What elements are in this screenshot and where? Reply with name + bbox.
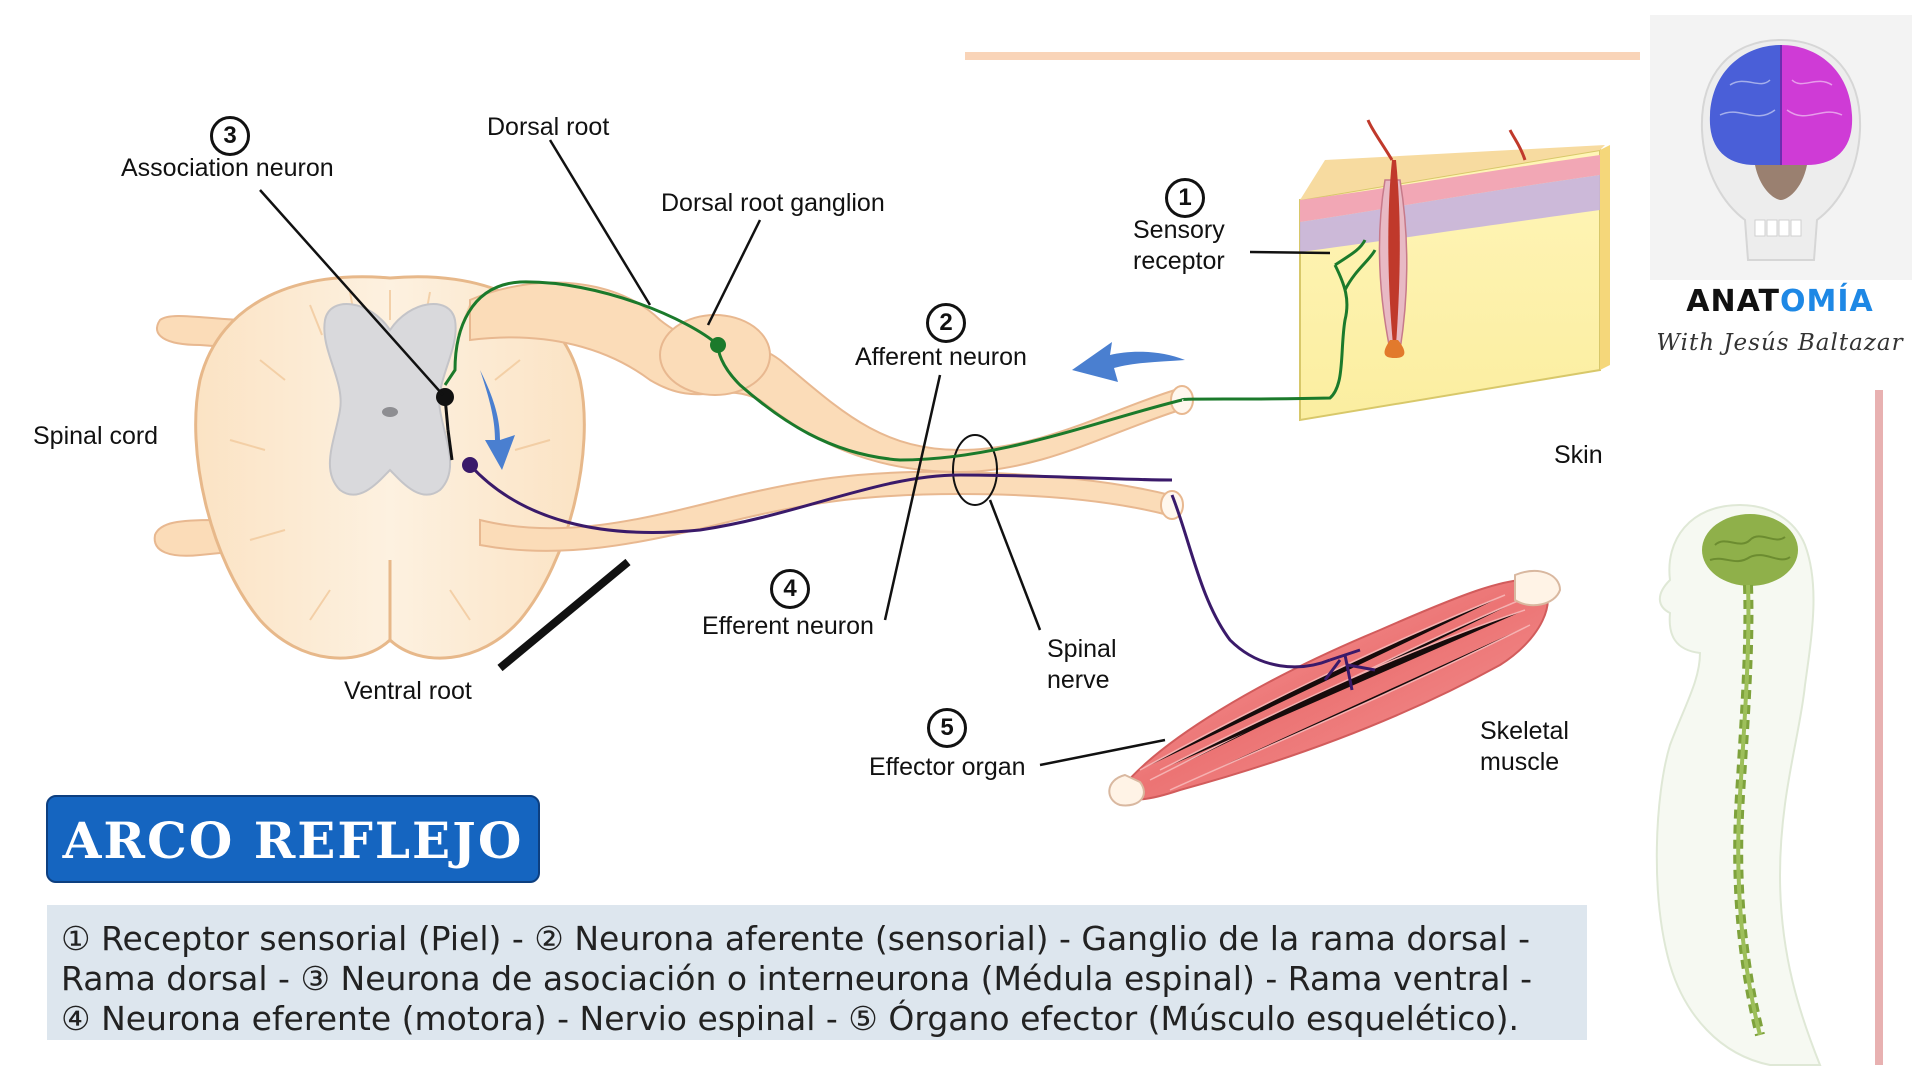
- label-ventral-root: Ventral root: [344, 677, 472, 705]
- label-association-neuron: Association neuron: [121, 154, 334, 182]
- label-spinal-cord: Spinal cord: [33, 422, 159, 450]
- brand-name: ANATOMÍA: [1650, 284, 1910, 319]
- title-banner: ARCO REFLEJO: [46, 795, 540, 883]
- label-sensory-receptor-line1: Sensory: [1133, 216, 1225, 244]
- label-skeletal-muscle: Skeletal muscle: [1480, 716, 1569, 777]
- arrow-toward-cord-icon: [1072, 342, 1185, 382]
- arrow-into-cord-icon: [480, 370, 515, 470]
- label-spinal-nerve: Spinal nerve: [1047, 634, 1117, 695]
- motor-cell-body: [462, 457, 478, 473]
- label-sensory-receptor-line2: receptor: [1133, 246, 1225, 275]
- label-efferent-neuron: Efferent neuron: [702, 612, 874, 640]
- efferent-neuron-path: [468, 463, 1376, 691]
- brain-skull-logo-icon: [1650, 15, 1912, 280]
- page-title: ARCO REFLEJO: [62, 811, 524, 870]
- step-number-2: 2: [926, 303, 966, 343]
- brand-name-part2: OMÍA: [1779, 284, 1874, 319]
- label-skin: Skin: [1554, 441, 1603, 469]
- caption-box: ① Receptor sensorial (Piel) - ② Neurona …: [47, 905, 1587, 1040]
- spinal-cord-section: [153, 275, 586, 660]
- nervous-system-figure-icon: [1655, 503, 1822, 1066]
- caption-line-1: ① Receptor sensorial (Piel) - ② Neurona …: [61, 919, 1531, 958]
- leader-lines: [259, 139, 1331, 767]
- skeletal-muscle: [1108, 570, 1562, 807]
- ventral-root-pointer: [497, 558, 631, 672]
- label-dorsal-root: Dorsal root: [487, 113, 610, 141]
- label-effector-organ: Effector organ: [869, 753, 1026, 781]
- afferent-neuron-path: [443, 239, 1377, 462]
- step-number-5: 5: [927, 708, 967, 748]
- label-skeletal-muscle-line2: muscle: [1480, 747, 1560, 776]
- step-number-4: 4: [770, 569, 810, 609]
- label-afferent-neuron: Afferent neuron: [855, 343, 1027, 371]
- caption-line-2: Rama dorsal - ③ Neurona de asociación o …: [61, 959, 1533, 998]
- step-number-1: 1: [1165, 178, 1205, 218]
- ganglion-cell-body: [710, 337, 726, 353]
- brand-name-part1: ANAT: [1686, 284, 1780, 319]
- caption-line-3: ④ Neurona eferente (motora) - Nervio esp…: [61, 999, 1519, 1038]
- label-skeletal-muscle-line1: Skeletal: [1480, 717, 1569, 745]
- right-divider-bar: [1875, 390, 1883, 1065]
- brand-tagline: With Jesús Baltazar: [1656, 330, 1904, 356]
- label-dorsal-root-ganglion: Dorsal root ganglion: [661, 189, 885, 217]
- skin-block: [1299, 119, 1610, 422]
- label-spinal-nerve-line1: Spinal: [1047, 635, 1117, 663]
- label-sensory-receptor: Sensory receptor: [1133, 215, 1225, 276]
- label-spinal-nerve-line2: nerve: [1047, 665, 1110, 694]
- top-accent-bar: [965, 52, 1640, 60]
- step-number-3: 3: [210, 116, 250, 156]
